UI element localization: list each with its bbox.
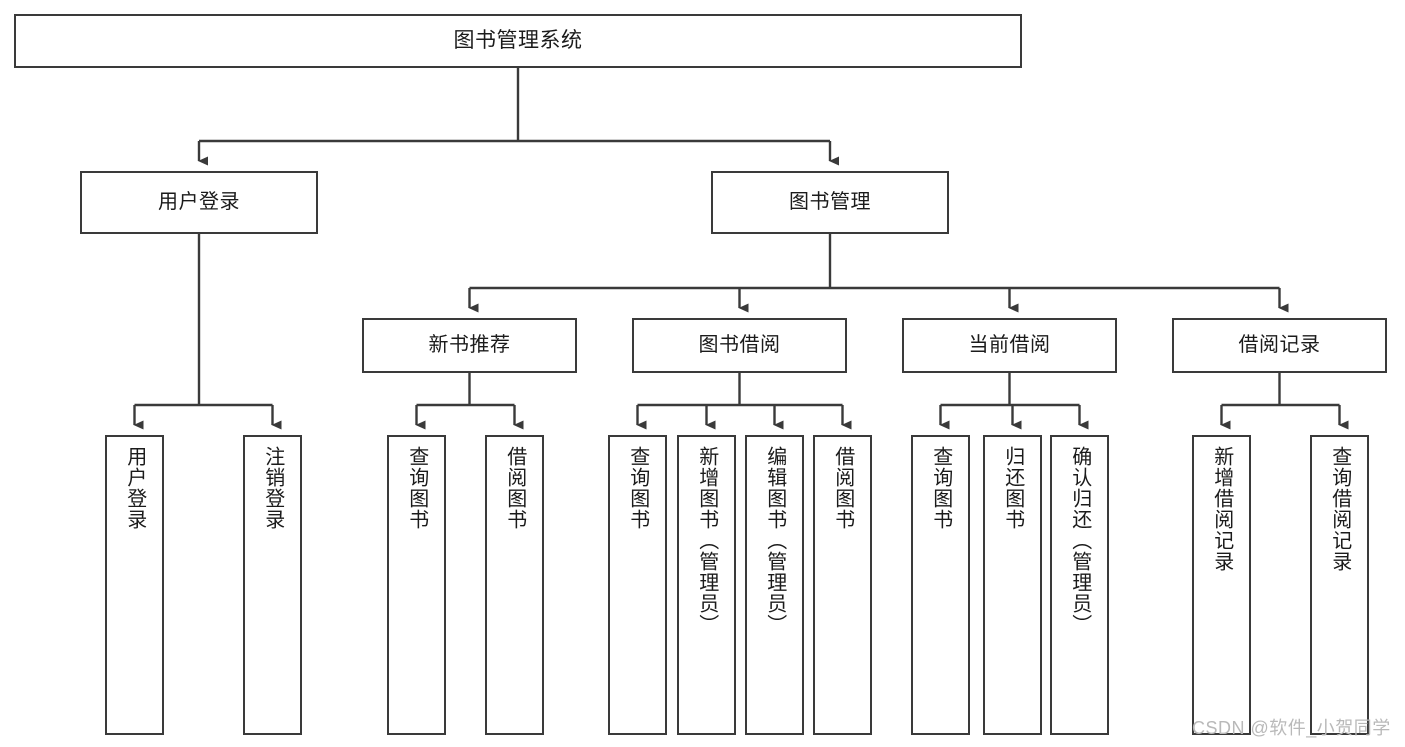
node-login[interactable]: 用户登录 — [80, 171, 318, 234]
node-label: 注销登录 — [261, 446, 284, 530]
node-leaf7[interactable]: 编辑图书（管理员） — [745, 435, 804, 735]
node-label: 图书管理 — [789, 191, 871, 213]
node-label: 图书管理系统 — [453, 28, 583, 52]
node-records[interactable]: 借阅记录 — [1172, 318, 1387, 373]
node-root[interactable]: 图书管理系统 — [14, 14, 1022, 68]
node-label: 图书借阅 — [698, 334, 781, 356]
node-label: 查询图书 — [405, 446, 428, 530]
node-label: 编辑图书（管理员） — [763, 446, 786, 635]
node-leaf6[interactable]: 新增图书（管理员） — [677, 435, 736, 735]
node-label: 新书推荐 — [428, 334, 511, 356]
node-leaf9[interactable]: 查询图书 — [911, 435, 970, 735]
node-current[interactable]: 当前借阅 — [902, 318, 1117, 373]
node-label: 当前借阅 — [968, 334, 1051, 356]
node-leaf11[interactable]: 确认归还（管理员） — [1050, 435, 1109, 735]
node-leaf8[interactable]: 借阅图书 — [813, 435, 872, 735]
node-borrow[interactable]: 图书借阅 — [632, 318, 847, 373]
node-label: 查询图书 — [929, 446, 952, 530]
node-label: 借阅图书 — [831, 446, 854, 530]
node-leaf4[interactable]: 借阅图书 — [485, 435, 544, 735]
node-label: 用户登录 — [123, 446, 146, 530]
node-leaf12[interactable]: 新增借阅记录 — [1192, 435, 1251, 735]
node-label: 查询图书 — [626, 446, 649, 530]
edge-layer — [133, 68, 1349, 430]
node-leaf2[interactable]: 注销登录 — [243, 435, 302, 735]
node-newbook[interactable]: 新书推荐 — [362, 318, 577, 373]
node-label: 用户登录 — [158, 191, 240, 213]
node-leaf5[interactable]: 查询图书 — [608, 435, 667, 735]
node-label: 新增图书（管理员） — [695, 446, 718, 635]
node-label: 借阅图书 — [503, 446, 526, 530]
node-leaf13[interactable]: 查询借阅记录 — [1310, 435, 1369, 735]
node-leaf1[interactable]: 用户登录 — [105, 435, 164, 735]
node-bookmgmt[interactable]: 图书管理 — [711, 171, 949, 234]
node-label: 借阅记录 — [1238, 334, 1321, 356]
node-label: 确认归还（管理员） — [1068, 446, 1091, 635]
node-leaf3[interactable]: 查询图书 — [387, 435, 446, 735]
node-label: 新增借阅记录 — [1210, 446, 1233, 572]
node-label: 归还图书 — [1001, 446, 1024, 530]
node-label: 查询借阅记录 — [1328, 446, 1351, 572]
node-leaf10[interactable]: 归还图书 — [983, 435, 1042, 735]
